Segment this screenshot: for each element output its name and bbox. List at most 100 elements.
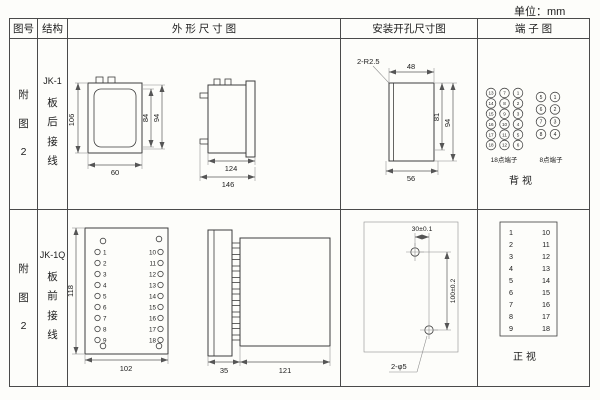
svg-text:8: 8 [509,312,513,321]
svg-text:17: 17 [488,132,494,137]
svg-text:6: 6 [517,143,520,148]
panel-outline [363,221,459,353]
cell-row1-fig-no: 附 图 2 [10,39,38,210]
svg-text:5: 5 [517,132,520,137]
dim-35: 35 [220,366,228,375]
col-header-outline: 外 形 尺 寸 图 [68,19,341,39]
install-drawing-jk1: 2-R2.5 48 81 94 56 [357,57,457,183]
svg-text:11: 11 [502,132,507,137]
cell-row2-fig-no: 附 图 2 [10,210,38,386]
svg-text:16: 16 [488,122,494,127]
wiring-char: 接 [47,135,58,148]
svg-text:2: 2 [554,107,557,113]
svg-text:2: 2 [509,240,513,249]
svg-text:12: 12 [542,252,550,261]
svg-text:7: 7 [103,315,107,322]
svg-text:10: 10 [149,249,157,256]
wiring-char: 前 [47,290,58,302]
svg-text:12: 12 [502,143,508,148]
col-header-structure: 结构 [38,19,68,39]
svg-text:14: 14 [488,101,494,106]
svg-text:6: 6 [509,288,513,297]
svg-text:11: 11 [542,240,549,249]
wiring-char: 线 [47,329,58,341]
svg-text:13: 13 [488,91,494,96]
svg-text:3: 3 [554,120,557,126]
cutout-outline [388,82,435,162]
unit-label: 单位：mm [514,6,566,18]
fig-char: 图 [18,291,29,304]
terminal8-label: 8点端子 [539,155,563,164]
svg-text:7: 7 [540,120,543,126]
svg-text:7: 7 [509,300,513,309]
install-drawing-jk1q: 30±0.1 100±0.2 2-φ5 [363,221,459,373]
svg-text:5: 5 [509,276,513,285]
wiring-char: 接 [47,309,58,322]
svg-text:15: 15 [149,304,157,311]
fig-char: 图 [18,117,29,130]
wiring-char: 后 [47,116,58,128]
svg-text:16: 16 [149,315,157,322]
fig-no-row1: 附 图 2 [10,39,37,209]
svg-text:13: 13 [542,264,550,273]
svg-text:4: 4 [103,282,107,289]
svg-text:6: 6 [103,304,107,311]
svg-text:2: 2 [517,101,520,106]
svg-text:17: 17 [149,326,157,333]
svg-text:14: 14 [149,293,157,300]
svg-text:8: 8 [540,132,543,138]
dim-102: 102 [120,364,133,373]
structure-row2: JK-1Q 板 前 接 线 [38,210,67,386]
svg-text:18: 18 [149,337,157,344]
wiring-char: 板 [47,270,58,283]
svg-text:1: 1 [103,249,107,256]
svg-text:6: 6 [540,107,543,113]
relay-side-view [207,229,331,357]
svg-text:3: 3 [103,271,107,278]
wiring-char: 线 [47,155,58,167]
svg-text:8: 8 [103,326,107,333]
label-holes: 2-φ5 [391,362,407,371]
dim-146: 146 [222,180,235,189]
dim-100: 100±0.2 [450,279,457,304]
svg-text:9: 9 [503,112,506,117]
svg-text:4: 4 [517,122,520,127]
structure-row1: JK-1 板 后 接 线 [38,39,67,209]
svg-text:4: 4 [554,132,557,138]
svg-text:1: 1 [554,95,557,101]
cell-row2-structure: JK-1Q 板 前 接 线 [38,210,68,386]
dim-94b: 94 [443,119,452,127]
svg-text:9: 9 [509,324,513,333]
fig-char: 2 [20,320,27,333]
model-label: JK-1 [43,76,62,86]
dim-94: 94 [152,114,161,122]
dim-30: 30±0.1 [412,226,433,233]
col-header-terminal: 端 子 图 [478,19,589,39]
svg-text:17: 17 [542,312,550,321]
fig-char: 2 [20,146,27,159]
dim-84: 84 [141,114,150,122]
dim-81: 81 [432,113,441,121]
outline-drawing-jk1: 106 84 94 60 [68,76,256,189]
svg-text:10: 10 [542,228,550,237]
relay-front-view [87,76,143,154]
svg-text:15: 15 [542,288,550,297]
svg-text:11: 11 [149,260,156,267]
svg-text:8: 8 [503,101,506,106]
cell-row1-outline: 106 84 94 60 [68,39,341,210]
terminal-box [499,221,558,337]
dim-121: 121 [279,366,292,375]
svg-text:14: 14 [542,276,550,285]
svg-text:2: 2 [103,260,107,267]
svg-text:4: 4 [509,264,513,273]
cell-row1-install: 2-R2.5 48 81 94 56 [341,39,478,210]
dim-56: 56 [407,174,415,183]
